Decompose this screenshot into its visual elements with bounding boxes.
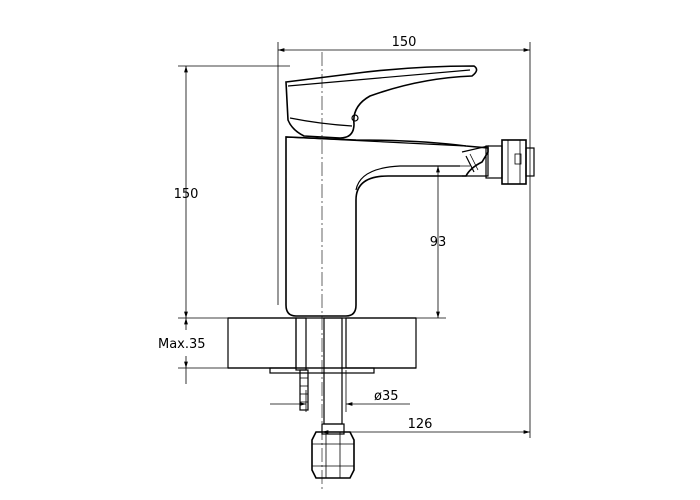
faucet-body bbox=[285, 136, 489, 317]
lever-handle bbox=[285, 65, 478, 139]
reach-label: 126 bbox=[408, 417, 433, 432]
hole-diameter-label: ø35 bbox=[374, 389, 399, 404]
total-height-label: 150 bbox=[174, 187, 199, 202]
dimension-lines bbox=[178, 42, 531, 438]
mounting-stud bbox=[295, 317, 309, 411]
total-width-label: 150 bbox=[392, 35, 417, 50]
max-thickness-label: Max.35 bbox=[158, 337, 206, 352]
flexible-hose bbox=[311, 317, 355, 479]
diverter-nozzle bbox=[485, 139, 535, 185]
spout-height-label: 93 bbox=[430, 235, 447, 250]
